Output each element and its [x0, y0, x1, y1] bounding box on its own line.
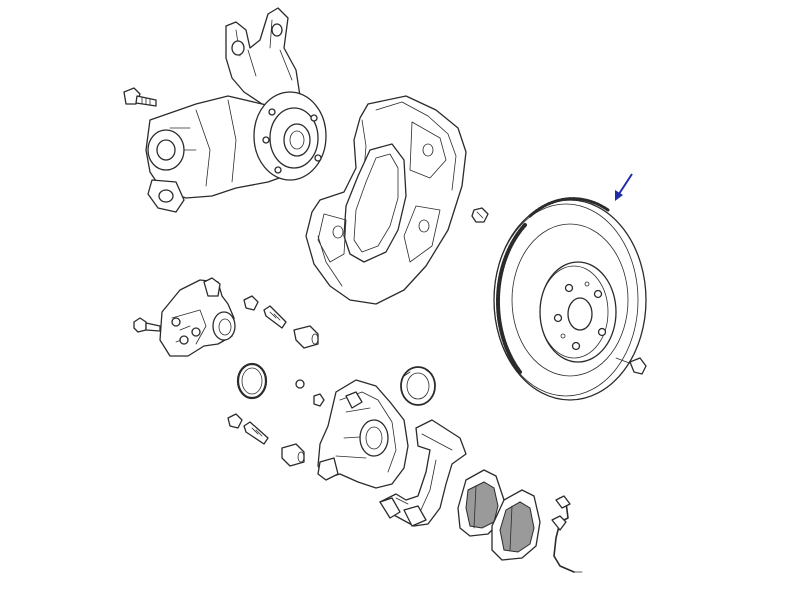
- wear-sensor: [551, 495, 583, 573]
- brake-caliper: [317, 379, 409, 489]
- parking-brake-actuator: [159, 277, 236, 357]
- piston-seal: [400, 366, 436, 406]
- brake-disc: [493, 197, 647, 401]
- dust-shield: [305, 95, 467, 305]
- seal-ring: [236, 362, 268, 400]
- steering-knuckle: [145, 7, 327, 213]
- caliper-carrier: [379, 419, 467, 527]
- arrow-pointer-icon: [615, 173, 633, 201]
- shield-screw: [471, 207, 489, 223]
- brake-pads: [457, 469, 541, 561]
- knuckle-bolt: [123, 87, 157, 107]
- guide-pins: [227, 295, 325, 467]
- disc-screw: [615, 357, 647, 375]
- actuator-screw: [133, 317, 161, 333]
